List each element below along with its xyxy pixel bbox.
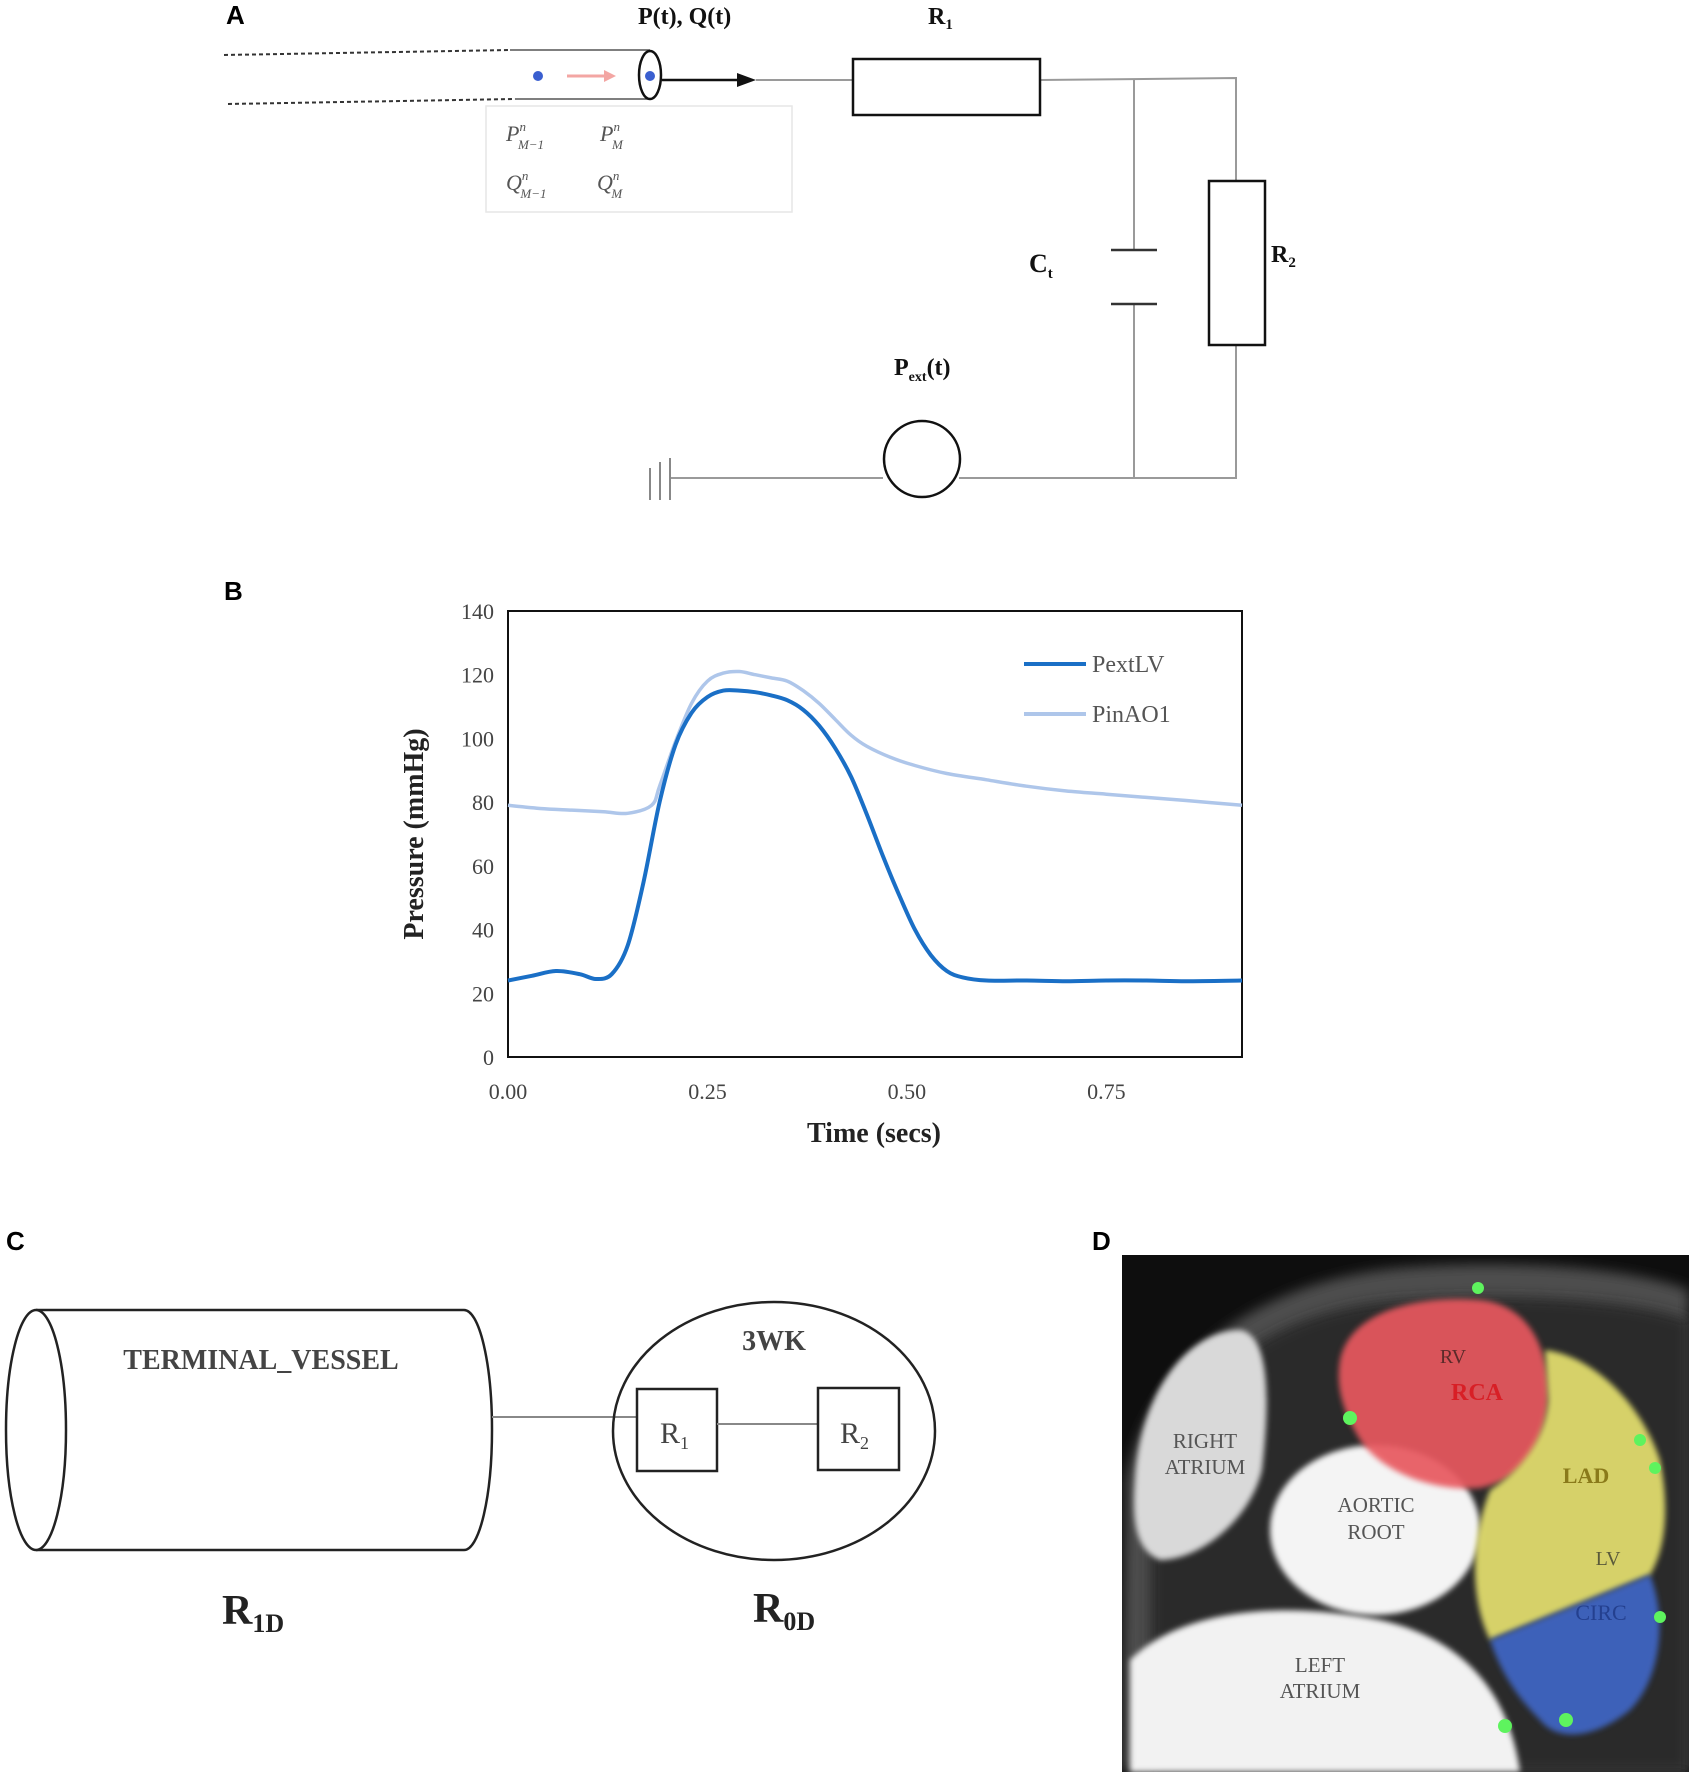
legend-label-pinao1: PinAO1	[1092, 702, 1171, 728]
terminal-vessel-cylinder	[36, 1308, 494, 1552]
y-tick-label: 40	[472, 918, 494, 943]
panel-a-letter: A	[226, 0, 245, 30]
marker-3	[1634, 1434, 1646, 1446]
r2-resistor	[1207, 179, 1267, 347]
ct-label: Ct	[1029, 249, 1053, 282]
y-tick-label: 20	[472, 981, 494, 1006]
pext-label: Pext(t)	[894, 355, 951, 385]
c-r1-box	[635, 1387, 719, 1473]
aortic-root-region	[1270, 1445, 1480, 1615]
r1d-label: R1D	[222, 1588, 284, 1638]
r1-label: R1	[928, 4, 953, 33]
panel-c-model	[4, 1300, 937, 1562]
legend: PextLV PinAO1	[1024, 652, 1171, 728]
ct-scan-image	[1122, 1255, 1689, 1772]
pressure-chart: 0 20 40 60 80 100 120 140 0.00 0.25 0.50 0.75 Time…	[399, 599, 1243, 1149]
y-tick-label: 140	[461, 599, 494, 624]
rca-label: RCA	[1451, 1380, 1504, 1406]
panel-c-letter: C	[6, 1226, 25, 1256]
vessel-top-edge	[223, 49, 511, 56]
wire-r1-to-r2	[1039, 76, 1237, 181]
pq-label: P(t), Q(t)	[638, 4, 731, 30]
x-tick-label: 0.50	[888, 1079, 927, 1104]
node-m-minus-1-dot	[533, 71, 543, 81]
series-line-pinao1	[507, 669, 1243, 816]
right-atrium-label-2: ATRIUM	[1165, 1455, 1246, 1479]
panel-d-letter: D	[1092, 1226, 1111, 1256]
marker-1	[1472, 1282, 1484, 1294]
x-tick-label: 0.00	[489, 1079, 528, 1104]
x-axis-title: Time (secs)	[807, 1118, 941, 1149]
flow-arrow-head	[604, 70, 616, 82]
terminal-vessel-end-cap	[4, 1308, 68, 1552]
y-tick-label: 100	[461, 726, 494, 751]
y-axis-title: Pressure (mmHg)	[399, 728, 430, 939]
aortic-root-label-2: ROOT	[1347, 1520, 1404, 1544]
circ-label: CIRC	[1575, 1600, 1626, 1625]
series-line-pextlv	[507, 688, 1243, 984]
right-atrium-label-1: RIGHT	[1173, 1429, 1237, 1453]
node-table-box	[485, 105, 793, 213]
r0d-label: R0D	[753, 1586, 815, 1636]
output-arrow-head	[737, 73, 756, 87]
series-lines	[507, 669, 1243, 984]
wire-r2-bottom	[959, 345, 1237, 479]
aortic-root-label-1: AORTIC	[1338, 1493, 1415, 1517]
c-r1-label: R1	[660, 1417, 689, 1453]
r1-resistor	[851, 57, 1042, 117]
node-m-dot	[645, 71, 655, 81]
left-atrium-label-2: ATRIUM	[1280, 1679, 1361, 1703]
x-tick-label: 0.75	[1087, 1079, 1126, 1104]
terminal-vessel-label: TERMINAL_VESSEL	[123, 1345, 398, 1376]
lv-label: LV	[1596, 1548, 1621, 1570]
three-wk-ellipse	[611, 1300, 937, 1562]
x-ticks: 0.00 0.25 0.50 0.75	[489, 1079, 1126, 1104]
pext-source-circle	[882, 419, 962, 499]
circ-territory	[1490, 1575, 1660, 1735]
y-tick-label: 120	[461, 663, 494, 688]
right-atrium-region	[1134, 1330, 1267, 1560]
left-atrium-region	[1130, 1610, 1520, 1772]
marker-7	[1498, 1719, 1512, 1733]
r2-label: R2	[1271, 242, 1296, 271]
lad-territory	[1475, 1350, 1666, 1640]
ct-labels: RV RCA LAD LV CIRC RIGHT ATRIUM AORTIC R…	[1165, 1346, 1627, 1703]
vessel-bottom-edge	[227, 98, 516, 105]
c-r2-label: R2	[840, 1417, 869, 1453]
y-tick-label: 0	[483, 1045, 494, 1070]
rv-label: RV	[1440, 1346, 1467, 1368]
c-r2-box	[816, 1386, 901, 1472]
three-wk-label: 3WK	[742, 1326, 806, 1357]
x-tick-label: 0.25	[688, 1079, 727, 1104]
marker-2	[1343, 1411, 1357, 1425]
marker-5	[1654, 1611, 1666, 1623]
rca-territory	[1338, 1299, 1549, 1489]
y-tick-label: 60	[472, 854, 494, 879]
legend-label-pextlv: PextLV	[1092, 652, 1165, 678]
panel-b-letter: B	[224, 576, 243, 606]
panel-a-circuit	[223, 49, 1267, 500]
lad-label: LAD	[1563, 1463, 1609, 1488]
marker-6	[1559, 1713, 1573, 1727]
y-ticks: 0 20 40 60 80 100 120 140	[461, 599, 494, 1070]
left-atrium-label-1: LEFT	[1295, 1653, 1345, 1677]
y-tick-label: 80	[472, 790, 494, 815]
marker-4	[1649, 1462, 1661, 1474]
